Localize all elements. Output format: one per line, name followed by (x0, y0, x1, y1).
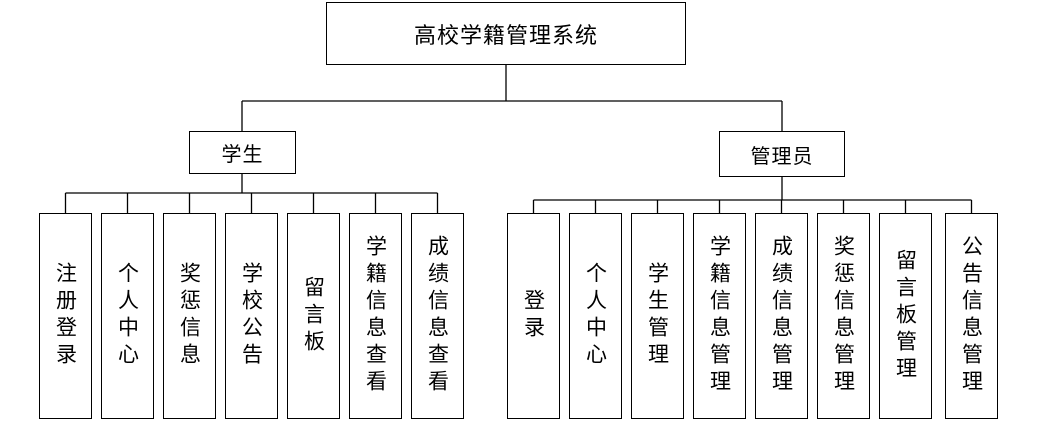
student-module-label: 留言板 (301, 275, 326, 357)
admin-module-label: 个人中心 (583, 262, 608, 370)
admin-module-label: 学籍信息管理 (707, 235, 732, 397)
student-module-node: 学校公告 (225, 213, 278, 419)
role-node-admin: 管理员 (719, 131, 845, 177)
student-module-node: 学籍信息查看 (349, 213, 402, 419)
admin-module-node: 公告信息管理 (945, 213, 998, 419)
admin-module-node: 登录 (507, 213, 560, 419)
role-node-admin-label: 管理员 (750, 143, 814, 168)
admin-module-label: 留言板管理 (893, 248, 918, 384)
root-node-label: 高校学籍管理系统 (413, 23, 598, 49)
student-module-label: 学校公告 (239, 262, 264, 370)
student-module-label: 成绩信息查看 (425, 235, 450, 397)
student-module-label: 个人中心 (115, 262, 140, 370)
student-module-label: 注册登录 (53, 262, 78, 370)
admin-module-label: 学生管理 (645, 262, 670, 370)
admin-module-label: 奖惩信息管理 (831, 235, 856, 397)
admin-module-node: 奖惩信息管理 (817, 213, 870, 419)
role-node-student-label: 学生 (221, 142, 264, 166)
student-module-node: 注册登录 (39, 213, 92, 419)
admin-module-node: 学生管理 (631, 213, 684, 419)
admin-module-node: 学籍信息管理 (693, 213, 746, 419)
student-module-label: 奖惩信息 (177, 262, 202, 370)
student-module-node: 个人中心 (101, 213, 154, 419)
student-module-label: 学籍信息查看 (363, 235, 388, 397)
student-module-node: 奖惩信息 (163, 213, 216, 419)
admin-module-label: 公告信息管理 (959, 235, 984, 397)
root-node: 高校学籍管理系统 (326, 2, 686, 65)
student-module-node: 留言板 (287, 213, 340, 419)
admin-module-label: 成绩信息管理 (769, 235, 794, 397)
admin-module-node: 成绩信息管理 (755, 213, 808, 419)
admin-module-label: 登录 (521, 289, 546, 343)
admin-module-node: 个人中心 (569, 213, 622, 419)
admin-module-node: 留言板管理 (879, 213, 932, 419)
student-module-node: 成绩信息查看 (411, 213, 464, 419)
role-node-student: 学生 (189, 131, 296, 174)
